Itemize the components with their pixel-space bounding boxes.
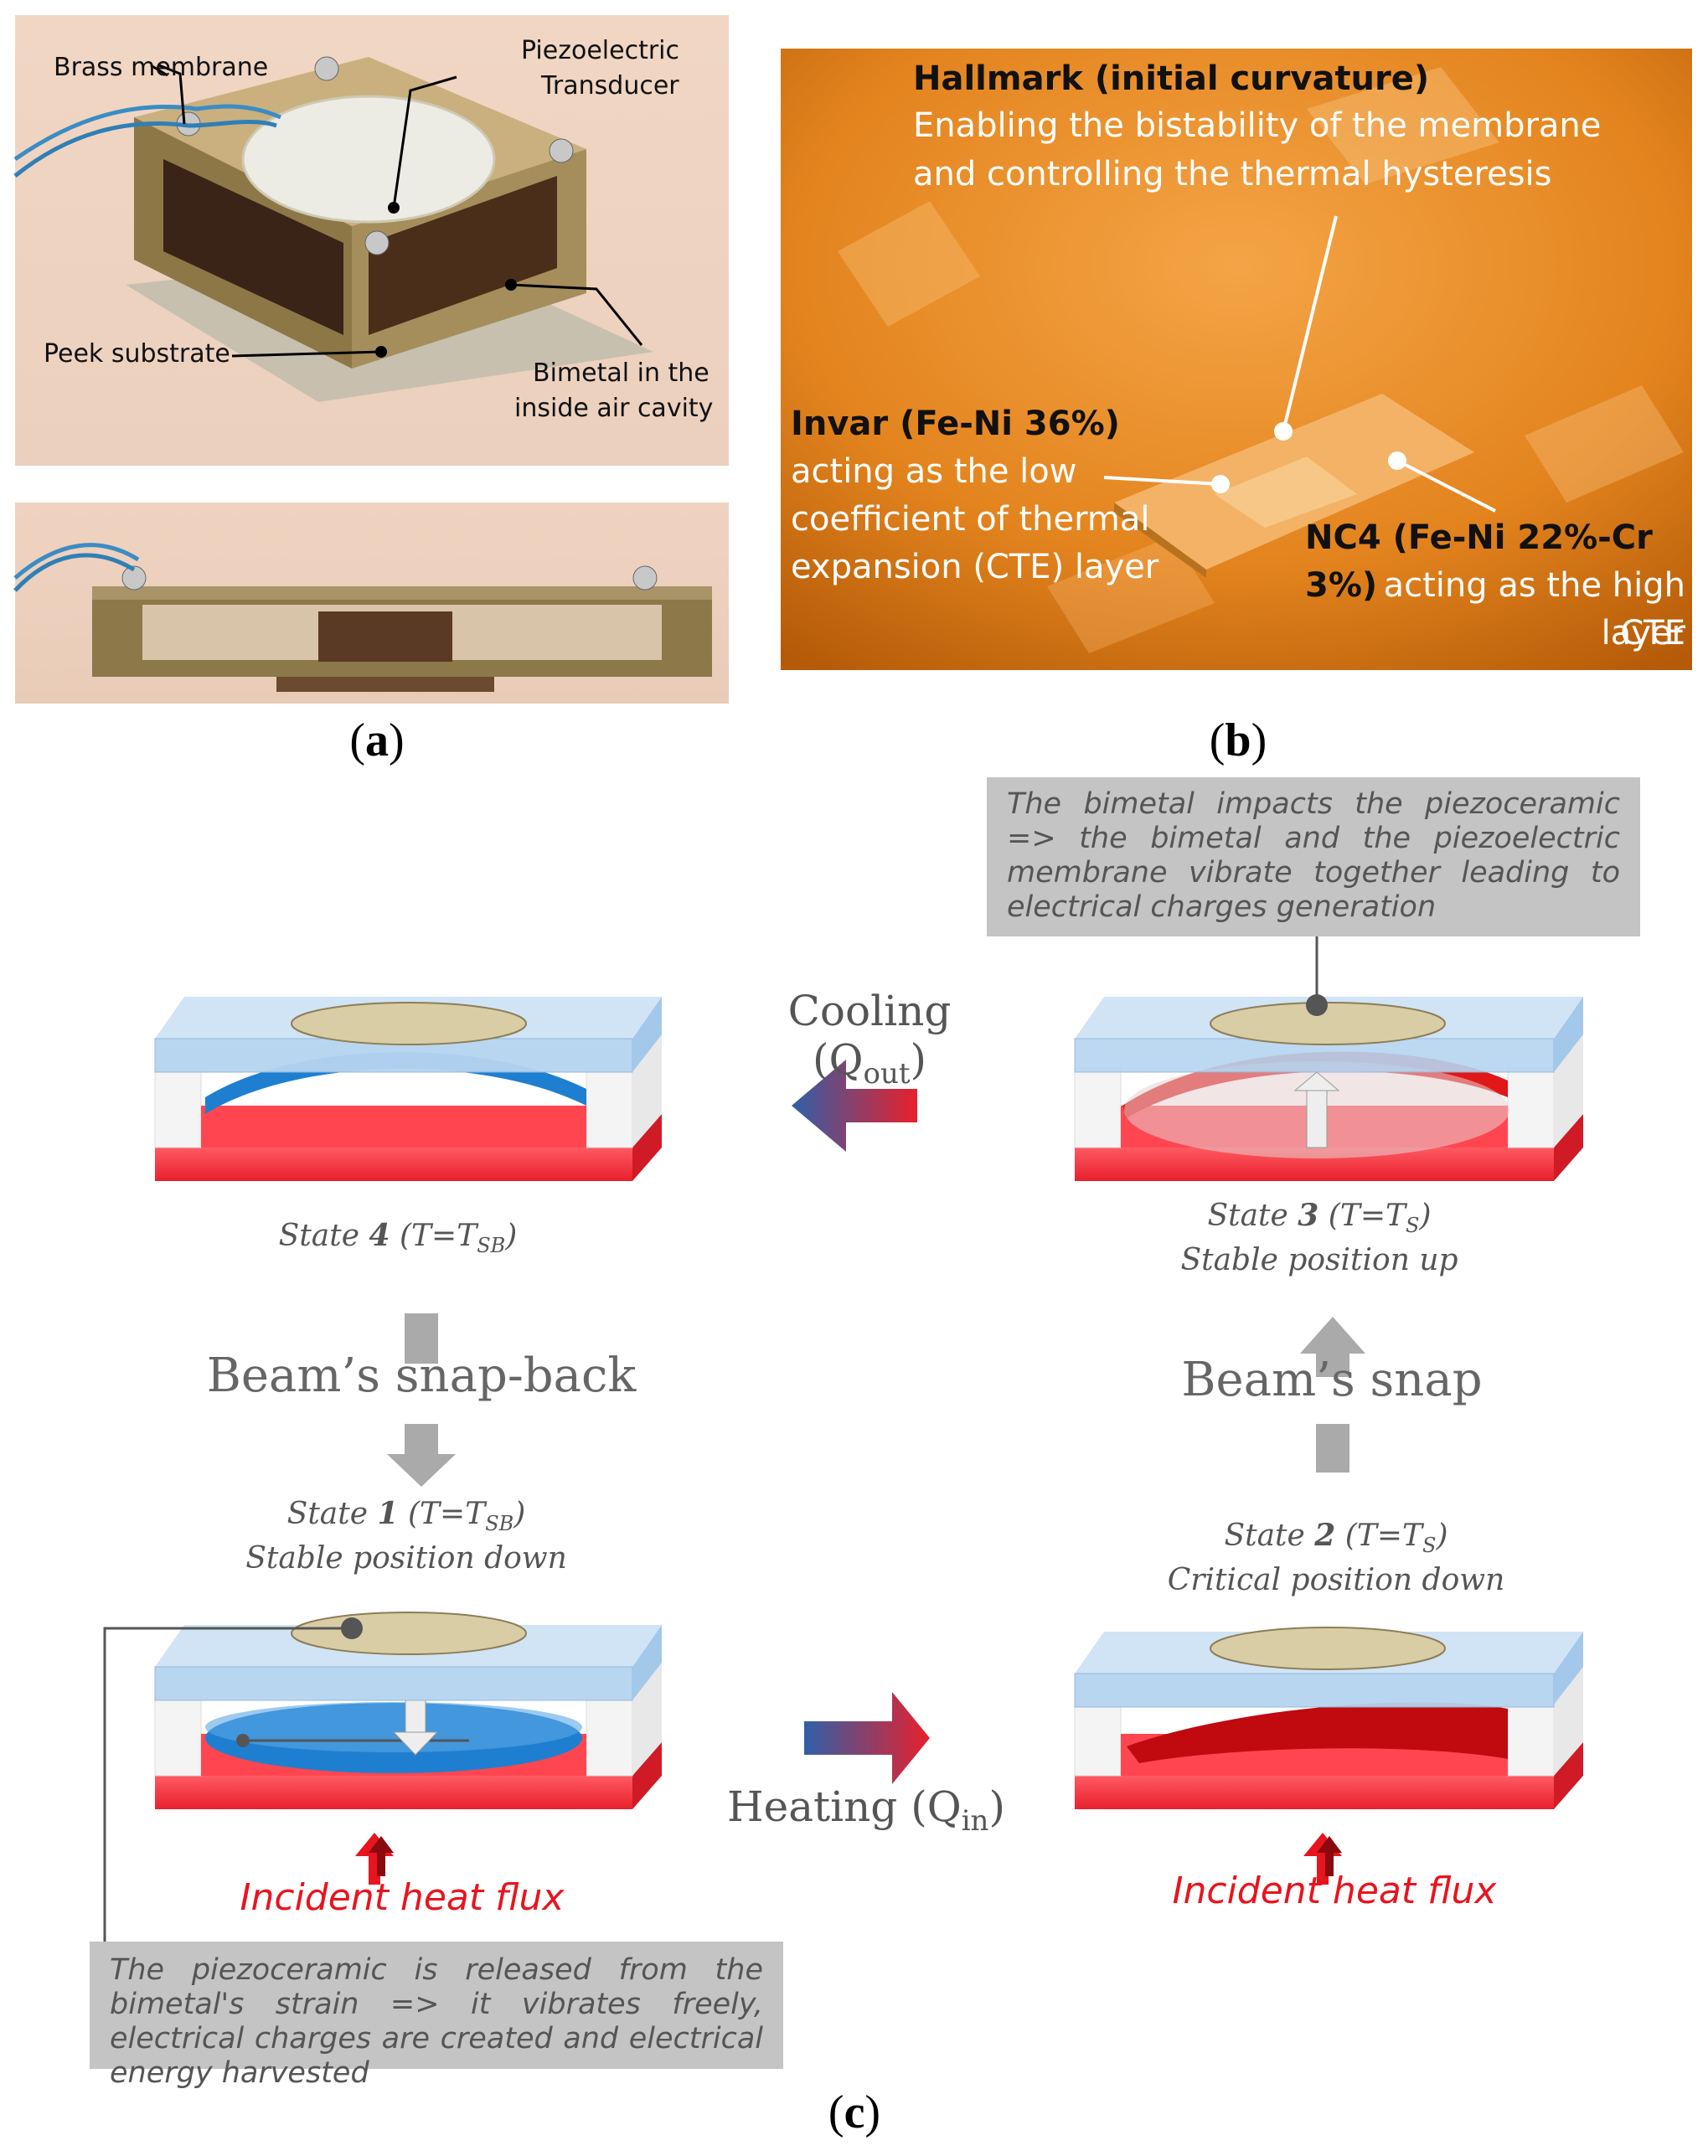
device-state2 xyxy=(1074,1627,1583,1885)
invar-desc3: expansion (CTE) layer xyxy=(791,548,1159,586)
panel-a-label: (a) xyxy=(349,714,405,766)
label-bimetal-line1: Bimetal in the xyxy=(533,358,710,388)
panel-c-label: (c) xyxy=(828,2086,881,2138)
snap-arrow xyxy=(1300,1317,1365,1473)
label-bimetal-line2: inside air cavity xyxy=(514,394,714,423)
note-box-bottom: The piezoceramic is released from the bi… xyxy=(90,1942,783,2090)
state1-desc: Stable position down xyxy=(245,1541,567,1576)
heating-label: Heating (Qin) xyxy=(727,1782,1005,1838)
note-box-top: The bimetal impacts the piezoceramic => … xyxy=(987,777,1640,936)
device-state3 xyxy=(1074,930,1583,1181)
flux-label-left: Incident heat flux xyxy=(240,1876,565,1919)
nc4-desc2: layer xyxy=(1601,614,1685,652)
hallmark-title: Hallmark (initial curvature) xyxy=(913,59,1430,98)
state4-label: State 4 (T=TSB) xyxy=(278,1218,518,1258)
state3-desc: Stable position up xyxy=(1180,1243,1458,1277)
state2-desc: Critical position down xyxy=(1167,1563,1505,1597)
heating-arrow xyxy=(804,1692,930,1784)
nc4-desc1: acting as the high CTE xyxy=(1383,566,1685,652)
snap-label: Beam’s snap xyxy=(1181,1353,1483,1407)
label-piezo-line2: Transducer xyxy=(541,71,679,101)
flux-label-right: Incident heat flux xyxy=(1172,1870,1497,1912)
cooling-arrow xyxy=(792,1060,917,1152)
label-peek-substrate: Peek substrate xyxy=(44,339,230,369)
panel-b-label: (b) xyxy=(1209,714,1267,766)
device-state4 xyxy=(154,997,662,1181)
device-state1 xyxy=(103,1612,662,1968)
label-piezo-line1: Piezoelectric xyxy=(521,36,679,65)
state1-label: State 1 (T=TSB) xyxy=(286,1496,526,1536)
invar-desc2: coefficient of thermal xyxy=(791,500,1150,539)
invar-title: Invar (Fe-Ni 36%) xyxy=(791,405,1120,443)
hallmark-desc2: and controlling the thermal hysteresis xyxy=(913,155,1552,193)
state2-label: State 2 (T=TS) xyxy=(1224,1518,1448,1558)
label-brass-membrane: Brass membrane xyxy=(54,53,269,82)
state3-label: State 3 (T=TS) xyxy=(1207,1198,1432,1238)
hallmark-desc1: Enabling the bistability of the membrane xyxy=(913,106,1602,145)
nc4-title: NC4 (Fe-Ni 22%-Cr 3%) xyxy=(1305,518,1653,605)
cooling-label: Cooling (Qout) xyxy=(787,987,952,1091)
invar-desc1: acting as the low xyxy=(791,452,1077,491)
snap-back-label: Beam’s snap-back xyxy=(206,1349,637,1403)
snap-back-arrow xyxy=(387,1313,456,1487)
